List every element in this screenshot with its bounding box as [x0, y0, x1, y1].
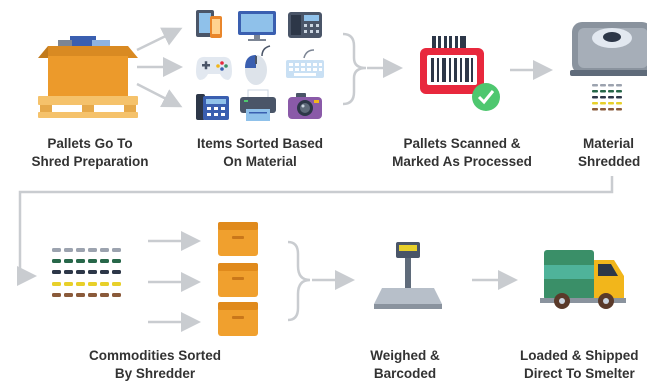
step-2-line-1: Items Sorted Based	[196, 136, 324, 151]
step-2-label: Items Sorted Based On Material	[185, 135, 335, 171]
weighing-scale-icon	[374, 242, 442, 309]
step-1-label: Pallets Go To Shred Preparation	[20, 135, 160, 171]
monitor-icon	[238, 11, 276, 41]
step-1-line-1: Pallets Go To	[47, 136, 133, 151]
pallet-box-icon	[38, 36, 138, 118]
step-7-line-1: Loaded & Shipped	[520, 348, 639, 363]
step-4-line-2: Shredded	[578, 154, 641, 169]
fan-out-arrows	[136, 27, 183, 108]
barcode-scanner-icon	[420, 36, 500, 111]
sorted-commodities-icon	[52, 248, 121, 297]
tablet-phone-icon	[196, 10, 222, 38]
step-4-line-1: Material	[583, 136, 635, 151]
merge-bracket	[287, 240, 311, 322]
step-6-line-2: Barcoded	[373, 366, 437, 381]
step-3-line-2: Marked As Processed	[392, 154, 532, 169]
step-6-line-1: Weighed &	[370, 348, 440, 363]
fax-icon	[196, 94, 229, 120]
step-7-label: Loaded & Shipped Direct To Smelter	[520, 347, 647, 383]
step-3-line-1: Pallets Scanned &	[403, 136, 521, 151]
merge-bracket	[342, 32, 367, 106]
box-icon	[218, 302, 258, 336]
row-connector	[17, 176, 614, 286]
fan-out-arrows	[148, 231, 201, 332]
step-7-line-2: Direct To Smelter	[524, 366, 635, 381]
step-5-line-2: By Shredder	[114, 366, 196, 381]
shredder-icon	[570, 22, 647, 76]
desk-phone-icon	[288, 12, 322, 38]
step-1-line-2: Shred Preparation	[31, 154, 149, 169]
step-4-label: Material Shredded	[578, 135, 647, 171]
step-6-label: Weighed & Barcoded	[350, 347, 460, 383]
keyboard-icon	[286, 49, 324, 78]
printer-icon	[240, 89, 276, 121]
gamepad-icon	[196, 56, 232, 80]
step-5-label: Commodities Sorted By Shredder	[75, 347, 235, 383]
camera-icon	[288, 93, 322, 119]
step-5-line-1: Commodities Sorted	[88, 348, 221, 363]
box-icon	[218, 222, 258, 256]
mouse-icon	[245, 45, 271, 85]
step-3-label: Pallets Scanned & Marked As Processed	[382, 135, 542, 171]
delivery-truck-icon	[540, 250, 626, 309]
shredded-pieces-icon	[592, 84, 622, 111]
step-2-line-2: On Material	[223, 154, 297, 169]
box-icon	[218, 263, 258, 297]
